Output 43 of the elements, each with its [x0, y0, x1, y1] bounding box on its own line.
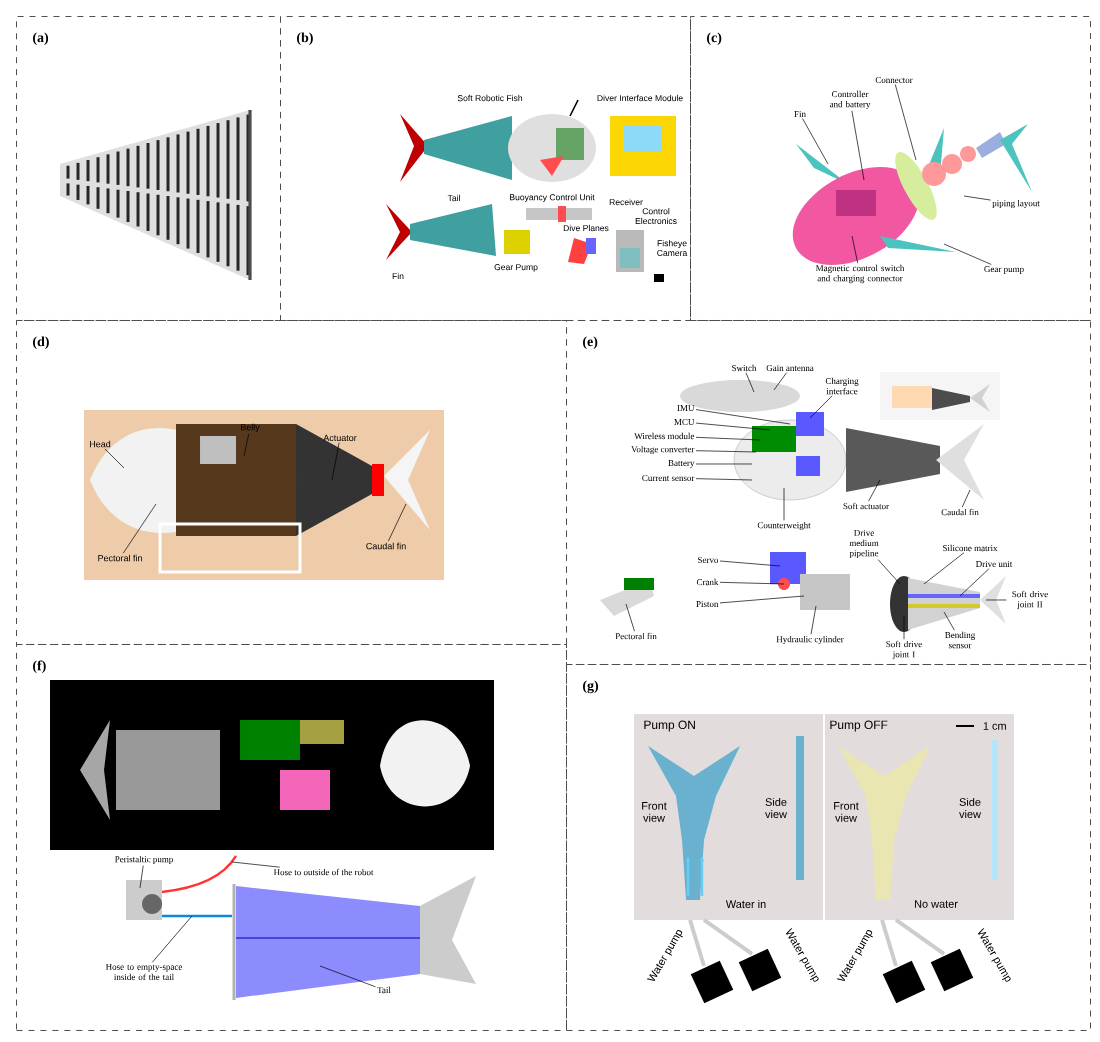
tail-drawing: [232, 876, 476, 1000]
leader-line: [868, 479, 881, 502]
leader-line: [985, 599, 1007, 601]
leader-line: [894, 84, 917, 161]
leader-line: [810, 605, 817, 635]
leader-line: [745, 372, 755, 393]
leader-line: [719, 581, 785, 585]
hydraulic-drive-drawing: [770, 552, 850, 610]
leader-line: [961, 489, 971, 508]
leader-line: [695, 436, 761, 441]
leader-line: [695, 422, 771, 431]
leader-line: [388, 503, 407, 542]
leader-line: [331, 442, 340, 481]
pectoral-fin-drawing: [600, 578, 654, 616]
leader-line: [903, 615, 905, 640]
leader-line: [243, 433, 250, 457]
leader-line: [943, 611, 955, 631]
leader-line: [104, 448, 125, 469]
leader-line: [695, 409, 791, 425]
leader-line: [719, 560, 781, 567]
leader-line: [773, 372, 787, 391]
leader-line: [851, 235, 859, 264]
leader-line: [851, 110, 865, 181]
leader-line: [959, 568, 990, 597]
leader-line: [625, 603, 635, 632]
leader-line: [719, 595, 805, 604]
leader-line: [695, 450, 757, 453]
leader-line: [122, 503, 157, 554]
leader-line: [231, 861, 280, 868]
leader-line: [963, 195, 991, 201]
leader-line: [151, 915, 193, 963]
leader-line: [877, 559, 901, 585]
soft-drive-drawing: [890, 576, 1006, 632]
robot-photo: [84, 410, 444, 580]
leader-line: [802, 118, 829, 165]
leader-line: [809, 395, 833, 419]
leader-line: [695, 478, 753, 481]
leader-line: [139, 865, 144, 889]
leader-line: [695, 463, 753, 465]
leader-line: [923, 552, 965, 585]
leader-line: [943, 243, 992, 265]
leader-line: [783, 487, 785, 521]
pump-drawing: [126, 880, 162, 920]
